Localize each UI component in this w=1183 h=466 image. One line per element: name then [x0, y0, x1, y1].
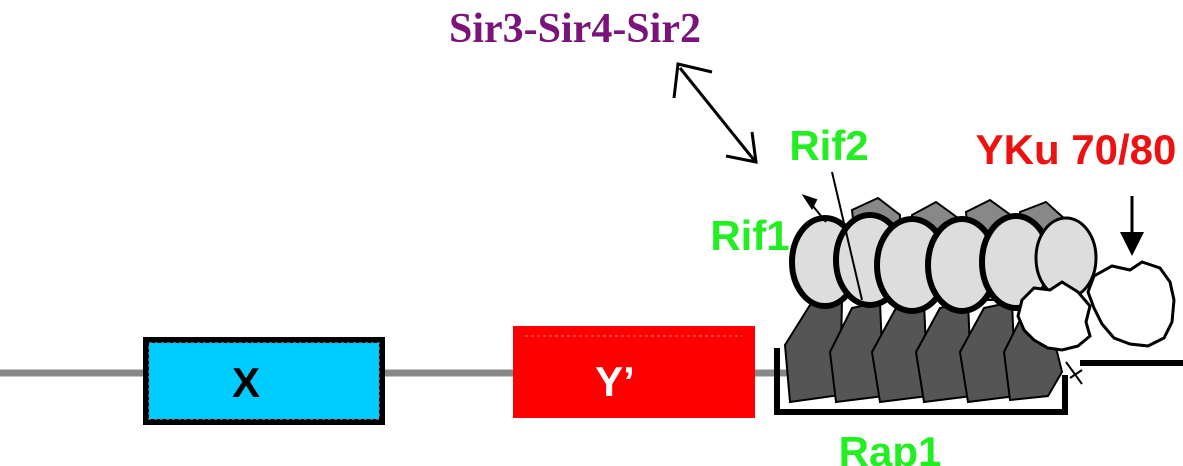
- rap1-bracket: [774, 348, 1068, 415]
- rif1-molecules: [789, 212, 1098, 314]
- yku-molecules: [1016, 260, 1176, 352]
- y-element-box: [513, 326, 755, 418]
- rif1-pointer: [801, 194, 827, 223]
- rif2-label: Rif2: [789, 122, 868, 169]
- x-element-fill: [148, 342, 380, 420]
- rap1-label: Rap1: [839, 428, 942, 466]
- yku-arrow: [1120, 196, 1144, 256]
- sir-complex-label: Sir3-Sir4-Sir2: [449, 6, 701, 52]
- rif2-pointer-line: [831, 171, 863, 301]
- rap1-end-tick: [1065, 361, 1083, 385]
- x-element-label: X: [232, 359, 260, 406]
- y-element-label: Y’: [595, 358, 635, 405]
- rif1-label: Rif1: [710, 212, 789, 259]
- yku-label: YKu 70/80: [976, 126, 1177, 173]
- rap1-molecules: [783, 298, 1064, 404]
- sir-double-arrow: [672, 62, 758, 164]
